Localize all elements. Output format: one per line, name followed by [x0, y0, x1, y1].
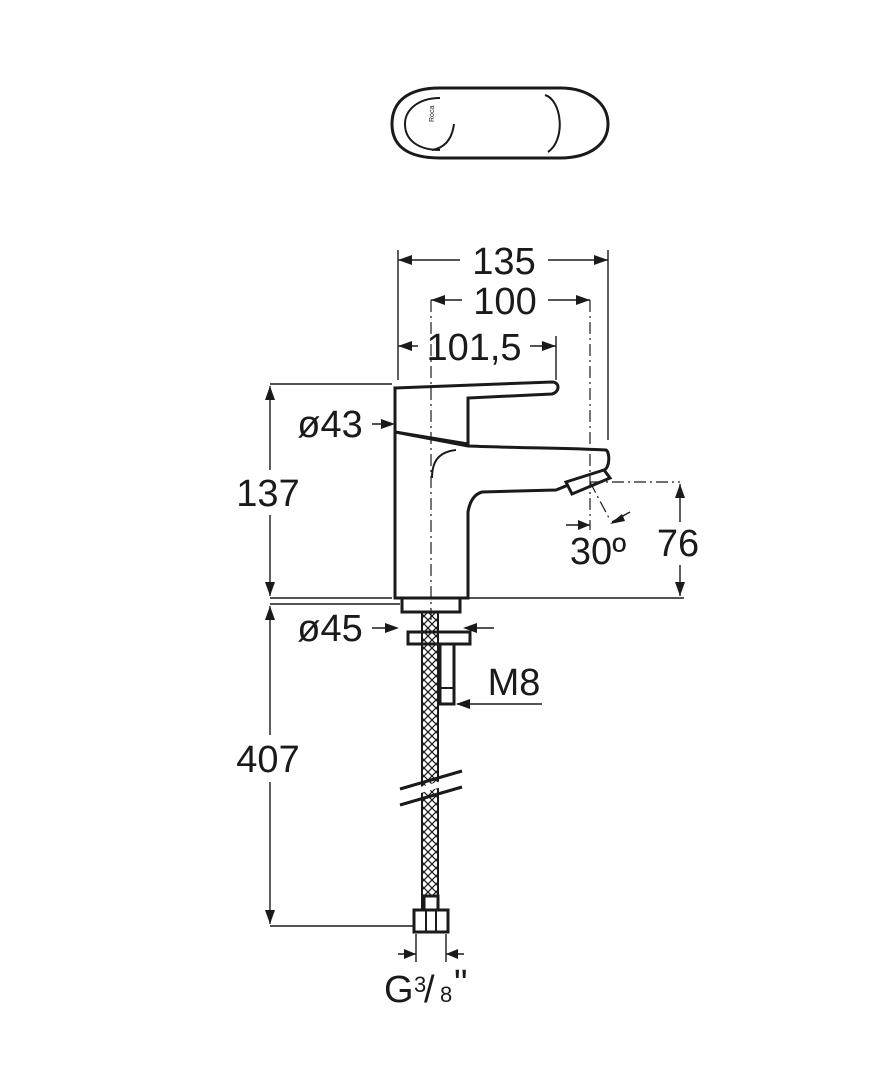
label-hose-length: 407	[236, 739, 299, 781]
svg-text:/: /	[424, 969, 435, 1011]
label-spout-angle: 30º	[570, 531, 626, 573]
hose-nut	[412, 908, 450, 934]
label-height-total: 137	[236, 473, 299, 515]
label-connection: G 3 / 8 "	[384, 963, 468, 1011]
mounting-parts	[399, 611, 472, 934]
svg-text:": "	[454, 963, 468, 1005]
label-stud-thread: M8	[488, 662, 541, 704]
threaded-stud	[438, 642, 456, 706]
svg-text:G: G	[384, 969, 414, 1011]
label-base-diameter: ø45	[297, 608, 362, 650]
label-width-handle: 101,5	[426, 327, 521, 369]
axis-lines	[430, 300, 680, 620]
top-view: Roca	[390, 86, 610, 160]
faucet-body	[393, 380, 613, 614]
svg-text:8: 8	[440, 982, 452, 1007]
dimension-lines	[265, 250, 685, 962]
dimension-labels: 135 100 101,5 137 76 30º ø43 ø45 M8 407 …	[236, 241, 699, 1011]
svg-text:3: 3	[414, 972, 426, 997]
brand-logo: Roca	[429, 106, 436, 122]
label-spout-height: 76	[657, 523, 699, 565]
braided-hose	[421, 611, 439, 913]
label-handle-diameter: ø43	[297, 404, 362, 446]
label-width-spout-axis: 100	[473, 281, 536, 323]
label-width-total: 135	[472, 241, 535, 283]
